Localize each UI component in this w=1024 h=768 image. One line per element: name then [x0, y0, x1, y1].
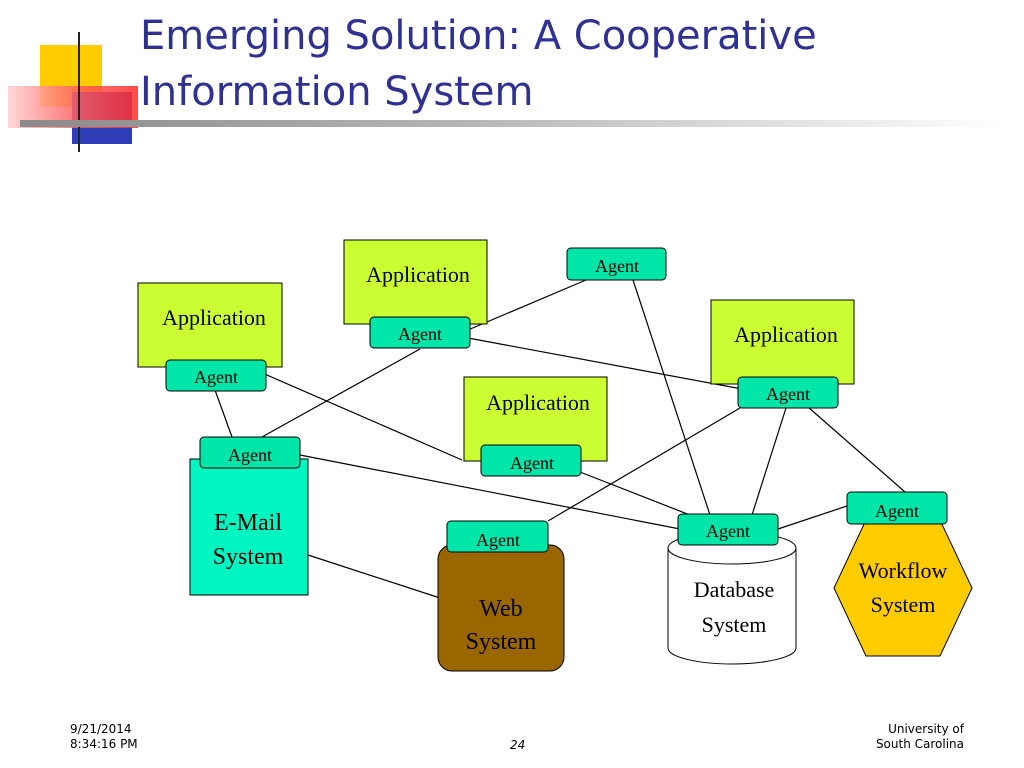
email-system-label-line2: System — [213, 544, 284, 570]
footer-date: 9/21/2014 8:34:16 PM — [70, 722, 138, 751]
title-underline — [20, 120, 1000, 127]
workflow-system-label-line2: System — [871, 592, 936, 617]
agent-box: Agent — [737, 376, 839, 409]
connector-line — [307, 554, 441, 599]
connector-line — [547, 407, 741, 522]
workflow-system-hexagon — [833, 519, 973, 657]
footer-page-number: 24 — [510, 738, 526, 752]
agent-label: Agent — [595, 256, 639, 276]
agent-label: Agent — [228, 445, 272, 465]
connector-line — [799, 399, 906, 493]
agent-label: Agent — [398, 324, 442, 344]
database-system-label-line1: Database — [694, 577, 775, 602]
connector-line — [261, 348, 421, 438]
database-system-label-line2: System — [702, 612, 767, 637]
application-label: Application — [734, 322, 838, 347]
email-system-box — [189, 458, 309, 596]
agent-label: Agent — [875, 501, 919, 521]
connector-line — [777, 504, 851, 530]
agent-box: Agent — [165, 359, 267, 392]
web-system-label-line2: System — [466, 629, 537, 655]
application-label: Application — [366, 262, 470, 287]
agent-label: Agent — [706, 521, 750, 541]
footer-organization: University of South Carolina — [875, 722, 964, 751]
agent-box: Agent — [480, 444, 582, 477]
connector-line — [751, 407, 787, 516]
application-box-top — [343, 239, 488, 325]
agent-boxes: Agent Agent Agent Agent Agent Agent Agen… — [165, 247, 948, 553]
agent-box: Agent — [446, 520, 549, 553]
agent-box: Agent — [677, 513, 779, 546]
connector-line — [259, 371, 463, 461]
application-label: Application — [486, 390, 590, 415]
web-system-label-line1: Web — [479, 596, 522, 622]
connector-line — [632, 279, 711, 516]
agent-box: Agent — [369, 316, 471, 349]
connector-line — [299, 454, 681, 530]
agent-label: Agent — [766, 384, 810, 404]
connector-line — [467, 279, 587, 331]
corner-vertical-line — [78, 32, 80, 152]
application-box-left — [137, 282, 283, 368]
agent-label: Agent — [194, 367, 238, 387]
agent-box: Agent — [566, 247, 667, 281]
application-label: Application — [162, 305, 266, 330]
email-system-label-line1: E-Mail — [214, 510, 282, 536]
workflow-system-label-line1: Workflow — [859, 558, 948, 583]
connector-line — [579, 471, 691, 516]
slide-title: Emerging Solution: A Cooperative Informa… — [140, 13, 817, 115]
agent-label: Agent — [476, 530, 520, 550]
agent-box: Agent — [846, 491, 948, 525]
agent-label: Agent — [510, 453, 554, 473]
connector-line — [467, 337, 743, 390]
agent-box: Agent — [199, 436, 301, 469]
application-box-right — [710, 299, 855, 385]
connector-line — [214, 389, 233, 438]
connector-lines — [214, 279, 906, 599]
